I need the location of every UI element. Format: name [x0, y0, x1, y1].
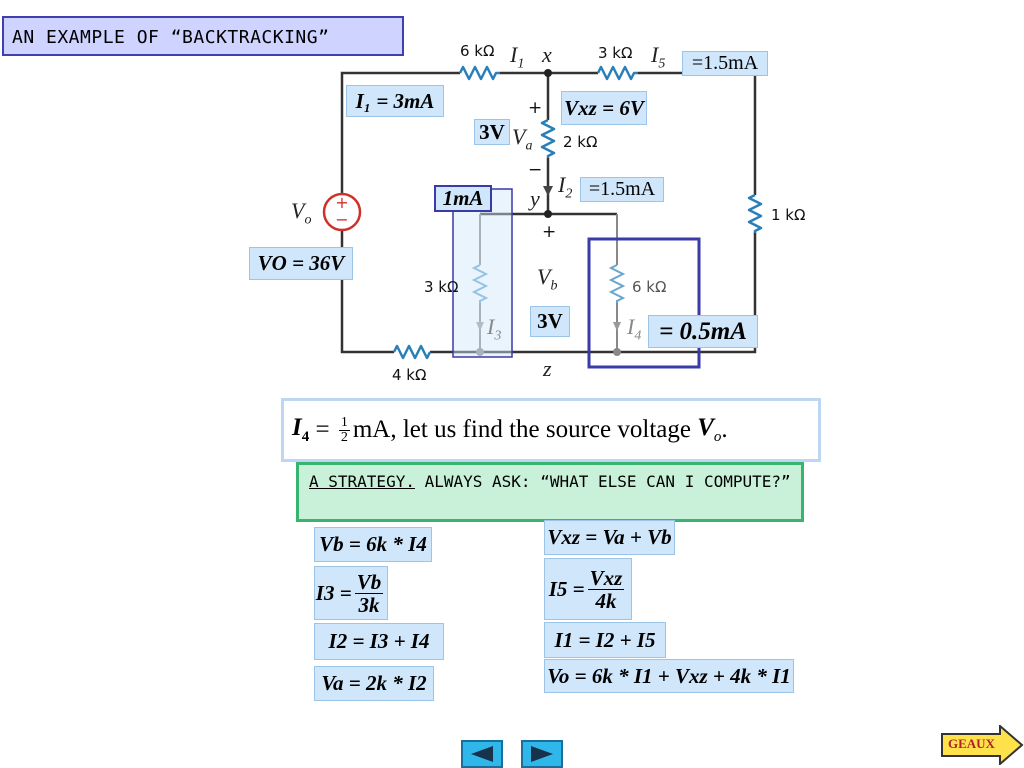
geaux-label: GEAUX	[948, 736, 995, 751]
i4-value-box: = 0.5mA	[648, 315, 758, 348]
current-i3-label: I3	[487, 314, 502, 344]
resistor-6k-mid-label: 6 kΩ	[632, 278, 667, 296]
eq-i1: I1 = I2 + I5	[544, 622, 666, 658]
node-x-label: x	[542, 42, 552, 67]
current-i4-label: I4	[627, 314, 642, 344]
resistor-4k	[392, 344, 432, 360]
resistor-3k-top	[596, 65, 638, 81]
node-z-label: z	[543, 356, 552, 381]
node-bottom-right-dot	[613, 348, 621, 356]
i3-highlight-box	[452, 188, 513, 358]
current-i1-label: I1	[510, 42, 525, 72]
resistor-1k	[747, 193, 763, 233]
node-bottom-left-dot	[476, 348, 484, 356]
i4-arrow	[613, 322, 621, 331]
vo-value-box: VO = 36V	[249, 247, 353, 280]
eq-vb: Vb = 6k * I4	[314, 527, 432, 562]
resistor-4k-label: 4 kΩ	[392, 366, 427, 384]
eq-va: Va = 2k * I2	[314, 666, 434, 701]
voltage-vo-label: Vo	[291, 198, 312, 228]
prev-slide-button[interactable]	[461, 740, 503, 768]
resistor-3k-mid-label: 3 kΩ	[424, 278, 459, 296]
eq-vxz: Vxz = Va + Vb	[544, 520, 675, 555]
resistor-2k-label: 2 kΩ	[563, 133, 598, 151]
resistor-6k-mid	[608, 264, 626, 303]
vxz-value-box: Vxz = 6V	[561, 91, 647, 125]
eq-i2: I2 = I3 + I4	[314, 623, 444, 660]
i2-value-box: =1.5mA	[580, 177, 664, 202]
i3-arrow	[476, 322, 484, 331]
resistor-3k-top-label: 3 kΩ	[598, 44, 633, 62]
source-plus: +	[335, 193, 348, 212]
strategy-text: ALWAYS ASK: “WHAT ELSE CAN I COMPUTE?”	[414, 472, 791, 491]
node-y-label: y	[530, 186, 540, 211]
va-value-box: 3V	[474, 119, 510, 145]
resistor-2k	[540, 118, 556, 158]
strategy-box: A STRATEGY. ALWAYS ASK: “WHAT ELSE CAN I…	[296, 462, 804, 522]
arrow-left-icon	[471, 746, 493, 762]
resistor-1k-label: 1 kΩ	[771, 206, 806, 224]
voltage-vb-label: Vb	[537, 264, 558, 294]
current-i5-label: I5	[651, 42, 666, 72]
eq-vo: Vo = 6k * I1 + Vxz + 4k * I1	[544, 659, 794, 693]
source-minus: −	[335, 210, 348, 229]
i5-value-box: =1.5mA	[682, 51, 768, 76]
geaux-button[interactable]: GEAUX	[940, 725, 1024, 765]
geaux-arrow-icon	[941, 725, 1024, 765]
circuit-diagram: + −	[322, 65, 763, 369]
arrow-right-icon	[531, 746, 553, 762]
i3-value-box: 1mA	[434, 185, 492, 212]
node-y-dot	[544, 210, 552, 218]
current-i2-label: I2	[558, 172, 573, 202]
resistor-3k-mid	[471, 264, 489, 303]
next-slide-button[interactable]	[521, 740, 563, 768]
resistor-6k-top	[458, 65, 500, 81]
vb-value-box: 3V	[530, 306, 570, 337]
va-plus-sign: +	[528, 98, 543, 118]
voltage-va-label: Va	[512, 124, 533, 154]
i2-arrow	[543, 186, 553, 196]
resistor-6k-top-label: 6 kΩ	[460, 42, 495, 60]
voltage-source	[322, 192, 362, 232]
strategy-heading: A STRATEGY.	[309, 472, 415, 491]
i1-value-box: I₁ = 3mA	[346, 85, 444, 117]
i4-highlight-box	[587, 237, 701, 369]
va-minus-sign: −	[528, 160, 543, 180]
vb-plus-sign: +	[542, 222, 557, 242]
slide-title: AN EXAMPLE OF “BACKTRACKING”	[2, 16, 404, 56]
node-x-dot	[544, 69, 552, 77]
